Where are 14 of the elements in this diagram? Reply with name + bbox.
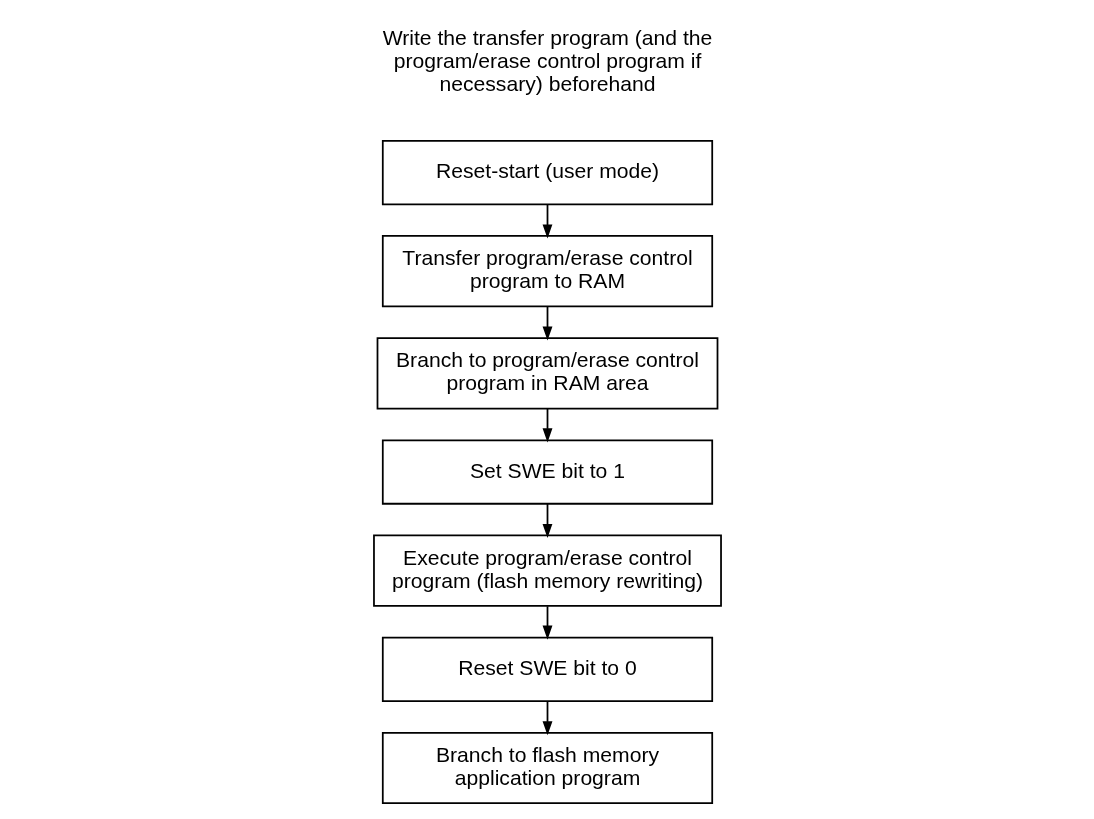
arrow bbox=[542, 408, 552, 443]
label: Write the transfer program (and the program/erase control program if necessary) beforehand bbox=[382, 26, 712, 95]
node-box: Set SWE bit to 1 bbox=[381, 439, 713, 505]
node-box: Transfer program/erase control program to RAM bbox=[381, 235, 713, 308]
arrow bbox=[542, 306, 552, 341]
node-box: Branch to flash memory application program bbox=[381, 731, 713, 805]
node-box: Branch to program/erase control program in RAM area bbox=[376, 337, 718, 410]
node-box: Execute program/erase control program (flash memory rewriting) bbox=[372, 534, 722, 607]
arrow bbox=[542, 700, 552, 736]
node-box: Reset-start (user mode) bbox=[381, 139, 713, 206]
arrow bbox=[542, 503, 552, 539]
arrow bbox=[542, 203, 552, 239]
arrow bbox=[542, 605, 552, 640]
node-box: Reset SWE bit to 0 bbox=[381, 636, 713, 702]
